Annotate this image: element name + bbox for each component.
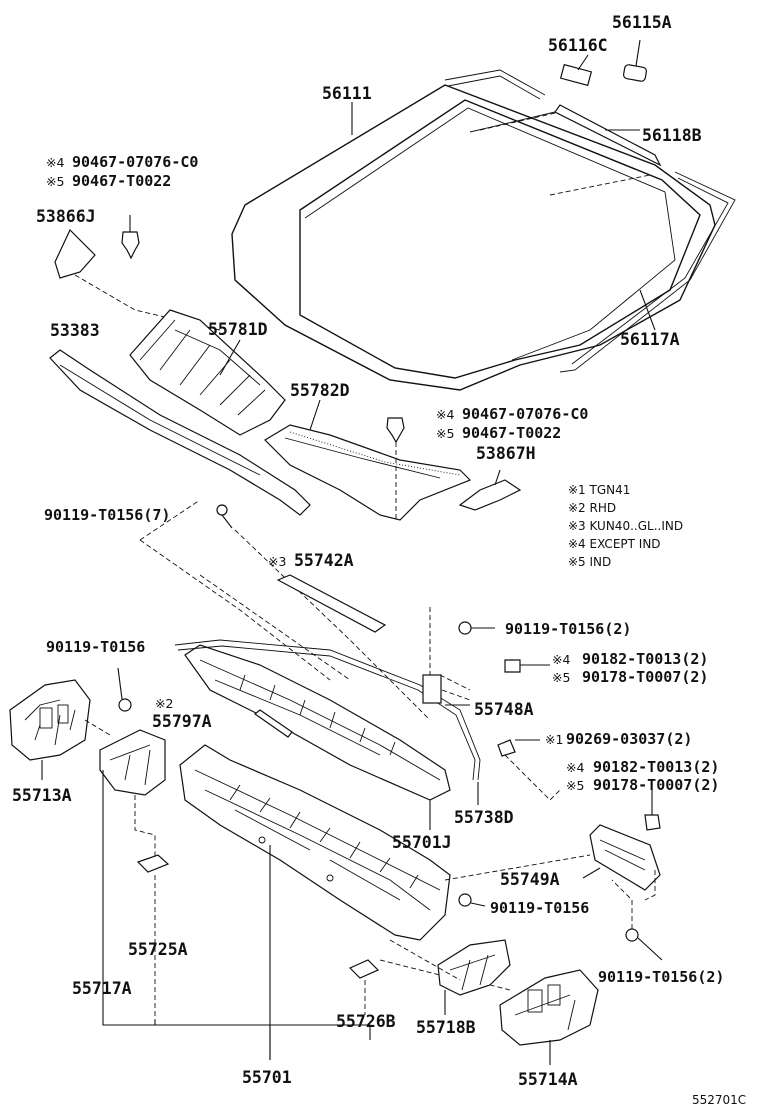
label-53867H: 53867H xyxy=(476,444,536,463)
bracket-53867H xyxy=(458,479,522,511)
nut-icon xyxy=(504,659,521,673)
bolt-icon xyxy=(625,928,639,942)
mark-x4-nut-a: ※4 xyxy=(552,652,570,667)
legend-item-4: ※4 EXCEPT IND xyxy=(568,537,661,551)
label-55782D: 55782D xyxy=(290,381,350,400)
label-56115A: 56115A xyxy=(612,13,672,32)
plate-55726B xyxy=(348,959,380,979)
label-56111: 56111 xyxy=(322,84,372,103)
label-55797A: 55797A xyxy=(152,712,212,731)
label-55742A: 55742A xyxy=(294,551,354,570)
label-55701: 55701 xyxy=(242,1068,292,1087)
label-55738D: 55738D xyxy=(454,808,514,827)
strip-55742A xyxy=(276,574,387,633)
mark-x5-top: ※5 xyxy=(46,174,64,189)
mark-x1: ※1 xyxy=(545,732,563,747)
label-56117A: 56117A xyxy=(620,330,680,349)
label-bolt-2b: 90119-T0156(2) xyxy=(598,968,724,986)
label-55714A: 55714A xyxy=(518,1070,578,1089)
bolt-icon xyxy=(458,621,472,635)
cowl-main-55701 xyxy=(179,744,451,941)
label-clip-mid-a: 90467-07076-C0 xyxy=(462,405,588,423)
top-molding xyxy=(444,69,546,100)
bracket-55749A xyxy=(589,824,661,891)
clip-top xyxy=(121,215,140,260)
label-nut-b2: 90178-T0007(2) xyxy=(593,776,719,794)
windshield-glass xyxy=(231,84,716,391)
legend-item-2: ※2 RHD xyxy=(568,501,616,515)
legend-item-1: ※1 TGN41 xyxy=(568,483,630,497)
label-55748A: 55748A xyxy=(474,700,534,719)
label-55726B: 55726B xyxy=(336,1012,396,1031)
label-55713A: 55713A xyxy=(12,786,72,805)
label-55701J: 55701J xyxy=(392,833,452,852)
cowl-panel-55781D xyxy=(129,309,286,436)
label-55725A: 55725A xyxy=(128,940,188,959)
mark-x5-nut-b: ※5 xyxy=(566,778,584,793)
label-bolt-2a: 90119-T0156(2) xyxy=(505,620,631,638)
legend-item-5: ※5 IND xyxy=(568,555,611,569)
clip-x1 xyxy=(497,739,516,757)
label-bolt-7: 90119-T0156(7) xyxy=(44,506,170,524)
bracket-53866J xyxy=(54,228,96,279)
label-55717A: 55717A xyxy=(72,979,132,998)
plate-55725A xyxy=(136,854,170,873)
clip-56115A xyxy=(622,64,648,82)
label-clip-mid-b: 90467-T0022 xyxy=(462,424,561,442)
clip-mid xyxy=(386,417,405,520)
label-bolt-1: 90119-T0156 xyxy=(46,638,145,656)
molding-strip xyxy=(554,104,662,167)
label-nut-a1: 90182-T0013(2) xyxy=(582,650,708,668)
label-clip-top-b: 90467-T0022 xyxy=(72,172,171,190)
label-55718B: 55718B xyxy=(416,1018,476,1037)
label-clip-x1: 90269-03037(2) xyxy=(566,730,692,748)
bolt-icon xyxy=(118,698,132,712)
bracket-55748A xyxy=(422,674,442,704)
nut-icon xyxy=(644,814,661,831)
label-nut-b1: 90182-T0013(2) xyxy=(593,758,719,776)
clip-56116C xyxy=(559,63,593,87)
diagram-ref: 552701C xyxy=(692,1093,746,1107)
bolt-icon xyxy=(458,893,472,907)
bracket-55713A xyxy=(9,679,91,761)
mark-x2: ※2 xyxy=(155,696,173,711)
strip-55797A xyxy=(253,709,293,738)
mark-x5-nut-a: ※5 xyxy=(552,670,570,685)
mark-x4-nut-b: ※4 xyxy=(566,760,584,775)
bracket-55714A xyxy=(499,969,599,1046)
side-molding xyxy=(559,171,736,373)
label-53383: 53383 xyxy=(50,321,100,340)
mark-x4-mid: ※4 xyxy=(436,407,454,422)
mark-x5-mid: ※5 xyxy=(436,426,454,441)
label-55781D: 55781D xyxy=(208,320,268,339)
mark-x4-top: ※4 xyxy=(46,155,64,170)
cowl-panel-55782D xyxy=(264,424,472,521)
label-55749A: 55749A xyxy=(500,870,560,889)
label-nut-a2: 90178-T0007(2) xyxy=(582,668,708,686)
bolt-icon xyxy=(216,504,228,516)
label-53866J: 53866J xyxy=(36,207,96,226)
rod-55738D xyxy=(174,639,481,781)
seal-53383 xyxy=(49,349,311,516)
label-clip-top-a: 90467-07076-C0 xyxy=(72,153,198,171)
bracket-55717A xyxy=(99,729,166,796)
bracket-55718B xyxy=(437,939,511,996)
label-56118B: 56118B xyxy=(642,126,702,145)
label-bolt-mid: 90119-T0156 xyxy=(490,899,589,917)
mark-x3: ※3 xyxy=(268,554,286,569)
label-56116C: 56116C xyxy=(548,36,608,55)
legend-item-3: ※3 KUN40..GL..IND xyxy=(568,519,683,533)
